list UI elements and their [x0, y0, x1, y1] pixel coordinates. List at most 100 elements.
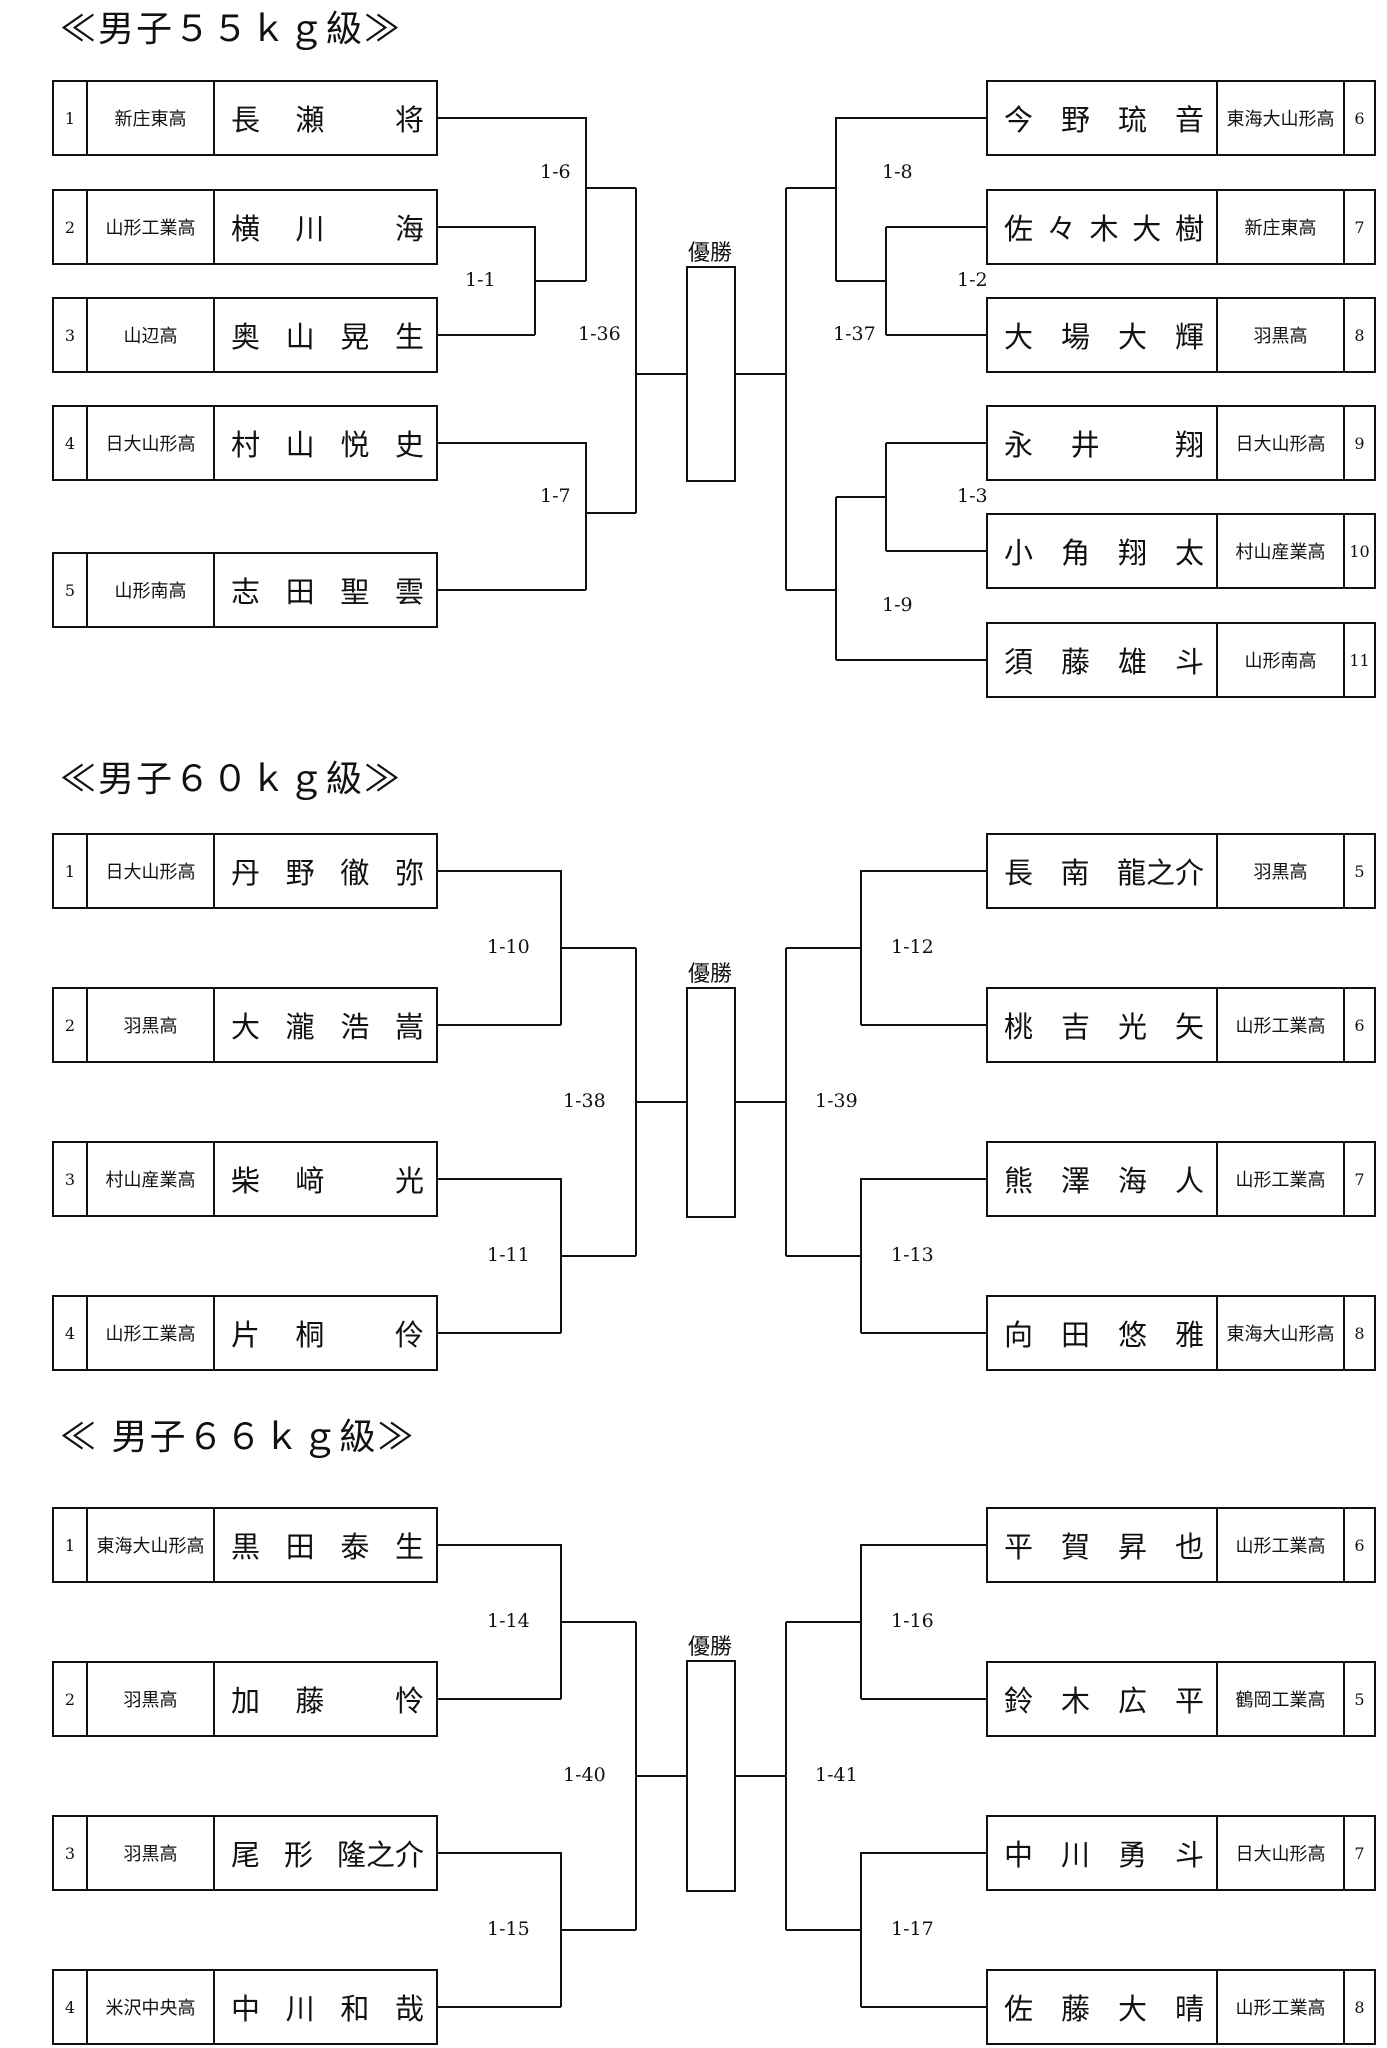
athlete-name: 中川勇斗 — [988, 1817, 1218, 1889]
name-part: 吉 — [1060, 1010, 1090, 1044]
match-number: 1-40 — [563, 1764, 606, 1786]
school-name: 山形南高 — [88, 554, 215, 626]
name-part: 野 — [1060, 103, 1090, 137]
match-number: 1-1 — [465, 269, 496, 291]
name-part: 角 — [1060, 536, 1090, 570]
name-part: 嵩 — [394, 1010, 424, 1044]
name-part: 泰 — [340, 1530, 370, 1564]
match-number: 1-3 — [957, 485, 988, 507]
name-part: 澤 — [1060, 1164, 1090, 1198]
name-part: 光 — [394, 1164, 424, 1198]
school-name: 日大山形高 — [88, 407, 215, 479]
name-part: 藤 — [295, 1684, 325, 1718]
name-part: 桃 — [1004, 1010, 1034, 1044]
athlete-name: 長南龍之介 — [988, 835, 1218, 907]
name-part: 木 — [1060, 1684, 1090, 1718]
name-part: 今 — [1004, 103, 1034, 137]
seed-number: 8 — [1354, 1997, 1365, 2017]
match-number: 1-9 — [882, 594, 913, 616]
name-part: 人 — [1174, 1164, 1204, 1198]
match-number: 1-8 — [882, 161, 913, 183]
seed-number: 5 — [1354, 861, 1365, 881]
name-part: 丹 — [231, 856, 261, 890]
name-part: 光 — [1117, 1010, 1147, 1044]
name-part: 大 — [1004, 320, 1034, 354]
name-part: 須 — [1004, 645, 1034, 679]
athlete-name: 丹野徹弥 — [215, 835, 436, 907]
match-number: 1-16 — [891, 1610, 934, 1632]
seed-number: 4 — [54, 407, 88, 479]
name-part: 長 — [1004, 856, 1034, 890]
name-part: 木 — [1089, 212, 1119, 246]
seed-number: 5 — [1354, 1689, 1365, 1709]
name-part: 野 — [285, 856, 315, 890]
bracket-connector — [860, 870, 986, 1025]
school-name: 山形工業高 — [1218, 1971, 1345, 2043]
weight-class-title: ≪ 男子６６ｋｇ級≫ — [60, 1417, 416, 1458]
seed-number: 7 — [1354, 217, 1365, 237]
name-part: 浩 — [340, 1010, 370, 1044]
school-name: 村山産業高 — [88, 1143, 215, 1215]
name-part: 翔 — [1117, 536, 1147, 570]
name-part: 哉 — [394, 1992, 424, 2026]
name-part: 志 — [231, 575, 261, 609]
match-number: 1-17 — [891, 1918, 934, 1940]
athlete-name: 永井翔 — [988, 407, 1218, 479]
name-part: 中 — [1004, 1838, 1034, 1872]
name-part: 輝 — [1174, 320, 1204, 354]
champion-label: 優勝 — [688, 241, 733, 266]
name-part: 﨑 — [295, 1164, 325, 1198]
name-part: 川 — [285, 1992, 315, 2026]
bracket-entry-right: 中川勇斗日大山形高 7 — [986, 1815, 1376, 1891]
bracket-connector — [860, 1852, 986, 2007]
match-number: 1-36 — [578, 323, 621, 345]
athlete-name: 鈴木広平 — [988, 1663, 1218, 1735]
name-part: 大 — [231, 1010, 261, 1044]
name-part: 奥 — [231, 320, 261, 354]
athlete-name: 尾形隆之介 — [215, 1817, 436, 1889]
seed-number: 6 — [1354, 1535, 1365, 1555]
school-name: 日大山形高 — [1218, 1817, 1345, 1889]
seed-number: 7 — [1354, 1843, 1365, 1863]
name-part: 井 — [1070, 428, 1100, 462]
name-part: 生 — [394, 1530, 424, 1564]
match-number: 1-12 — [891, 936, 934, 958]
name-part: 怜 — [394, 1684, 424, 1718]
seed-number: 6 — [1354, 108, 1365, 128]
athlete-name: 桃吉光矢 — [988, 989, 1218, 1061]
athlete-name: 須藤雄斗 — [988, 624, 1218, 696]
name-part: 佐 — [1004, 212, 1034, 246]
name-part: 斗 — [1174, 1838, 1204, 1872]
school-name: 羽黒高 — [1218, 299, 1345, 371]
athlete-name: 志田聖雲 — [215, 554, 436, 626]
school-name: 羽黒高 — [88, 1817, 215, 1889]
name-part: 瀬 — [295, 103, 325, 137]
bracket-connector — [436, 442, 587, 590]
seed-number: 2 — [54, 989, 88, 1061]
school-name: 山形南高 — [1218, 624, 1345, 696]
school-name: 山形工業高 — [1218, 1509, 1345, 1581]
name-part: 也 — [1174, 1530, 1204, 1564]
school-name: 米沢中央高 — [88, 1971, 215, 2043]
weight-class-title: ≪男子５５ｋｇ級≫ — [60, 9, 403, 50]
name-part: 柴 — [231, 1164, 261, 1198]
name-part: 向 — [1004, 1318, 1034, 1352]
name-part: 伶 — [394, 1318, 424, 1352]
name-part: 長 — [231, 103, 261, 137]
school-name: 羽黒高 — [88, 989, 215, 1061]
bracket-connector — [860, 1178, 986, 1333]
seed-number: 8 — [1354, 1323, 1365, 1343]
name-part: 悠 — [1117, 1318, 1147, 1352]
athlete-name: 加藤怜 — [215, 1663, 436, 1735]
